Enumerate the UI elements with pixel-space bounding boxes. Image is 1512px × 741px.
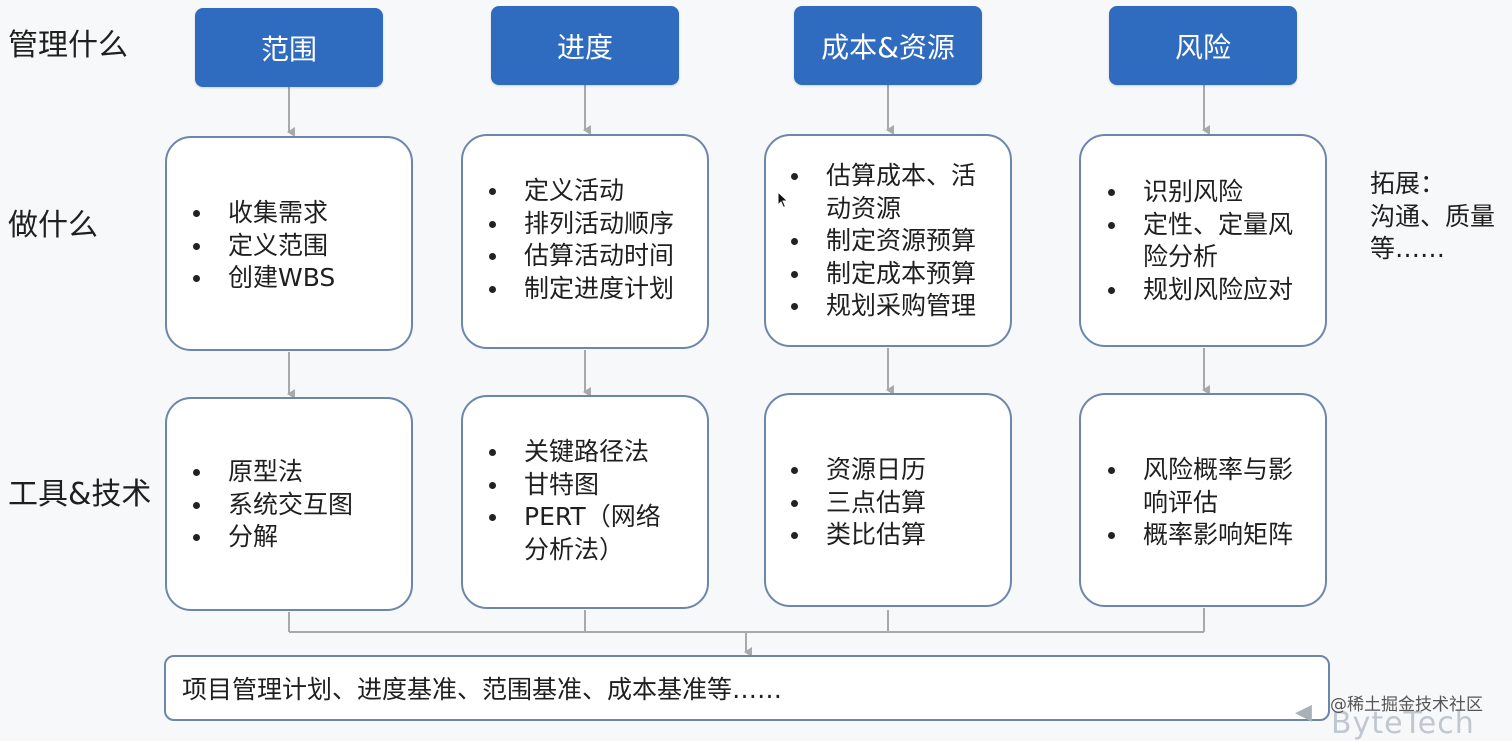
list-item: 制定进度计划 [488,273,674,306]
header-scope-label: 范围 [260,32,317,66]
list-scope-tasks: 收集需求 定义范围 创建WBS [192,197,335,295]
header-schedule-label: 进度 [556,30,613,64]
watermark: ◀ ByteTech @稀土掘金技术社区 [1295,692,1505,741]
list-item: 系统交互图 [192,489,353,522]
cursor-icon [777,191,789,209]
list-cost-tools: 资源日历 三点估算 类比估算 [790,454,926,552]
card-schedule-tasks: 定义活动 排列活动顺序 估算活动时间 制定进度计划 [461,134,709,349]
list-item: 定性、定量风 险分析 [1107,209,1293,274]
list-item: 排列活动顺序 [488,208,674,241]
header-cost-resource-label: 成本&资源 [821,30,955,64]
card-risk-tasks: 识别风险 定性、定量风 险分析 规划风险应对 [1079,134,1327,347]
extension-note: 拓展： 沟通、质量 等…… [1370,168,1495,266]
card-cost-tools: 资源日历 三点估算 类比估算 [764,393,1012,607]
card-schedule-tools: 关键路径法 甘特图 PERT（网络 分析法） [461,395,709,609]
row-label-tools: 工具&技术 [8,477,152,512]
list-item: 分解 [192,521,353,554]
card-scope-tasks: 收集需求 定义范围 创建WBS [165,136,413,351]
bytetech-logo-icon: ◀ [1295,700,1312,725]
extension-body: 沟通、质量 等…… [1370,201,1496,264]
list-item: 估算成本、活 动资源 [790,160,976,225]
header-risk: 风险 [1109,6,1297,85]
list-risk-tasks: 识别风险 定性、定量风 险分析 规划风险应对 [1107,176,1293,307]
row-label-what: 管理什么 [8,28,128,63]
header-scope: 范围 [195,8,383,87]
list-scope-tools: 原型法 系统交互图 分解 [192,456,353,554]
row-label-do: 做什么 [8,208,98,243]
list-item: 关键路径法 [489,436,661,469]
list-item: 定义范围 [192,230,335,263]
list-item: 制定资源预算 [790,225,976,258]
output-text: 项目管理计划、进度基准、范围基准、成本基准等…… [182,675,783,704]
list-item: 制定成本预算 [790,258,976,291]
list-risk-tools: 风险概率与影 响评估 概率影响矩阵 [1107,454,1293,552]
list-item: 资源日历 [790,454,926,487]
list-item: 概率影响矩阵 [1107,519,1293,552]
list-schedule-tools: 关键路径法 甘特图 PERT（网络 分析法） [489,436,661,566]
watermark-community: @稀土掘金技术社区 [1330,695,1483,715]
header-schedule: 进度 [491,6,679,85]
list-item: 风险概率与影 响评估 [1107,454,1293,519]
list-item: 甘特图 [489,469,661,502]
card-cost-tasks: 估算成本、活 动资源 制定资源预算 制定成本预算 规划采购管理 [764,134,1012,347]
card-risk-tools: 风险概率与影 响评估 概率影响矩阵 [1079,393,1327,607]
list-item: 原型法 [192,456,353,489]
list-item: 估算活动时间 [488,240,674,273]
extension-title: 拓展： [1370,169,1446,198]
list-item: 规划风险应对 [1107,274,1293,307]
list-item: PERT（网络 分析法） [489,501,661,566]
header-cost-resource: 成本&资源 [794,6,982,85]
card-scope-tools: 原型法 系统交互图 分解 [165,397,413,611]
header-risk-label: 风险 [1174,30,1231,64]
list-item: 类比估算 [790,519,926,552]
list-item: 收集需求 [192,197,335,230]
list-item: 创建WBS [192,262,335,295]
list-cost-tasks: 估算成本、活 动资源 制定资源预算 制定成本预算 规划采购管理 [790,160,976,323]
list-item: 规划采购管理 [790,290,976,323]
list-item: 定义活动 [488,175,674,208]
watermark-brand: ByteTech [1331,706,1475,741]
output-box: 项目管理计划、进度基准、范围基准、成本基准等…… [164,655,1330,721]
list-schedule-tasks: 定义活动 排列活动顺序 估算活动时间 制定进度计划 [488,175,674,306]
list-item: 识别风险 [1107,176,1293,209]
list-item: 三点估算 [790,487,926,520]
